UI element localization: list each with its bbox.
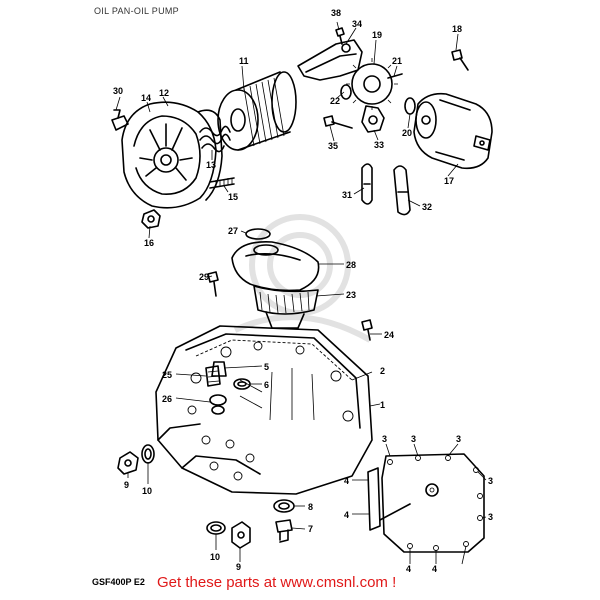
callout-8: 8 <box>308 502 313 512</box>
callout-4-bottom-mid: 4 <box>432 564 437 574</box>
callout-23: 23 <box>346 290 356 300</box>
bolt-part-29[interactable] <box>207 271 219 297</box>
callout-24: 24 <box>384 330 394 340</box>
o-ring-part-20[interactable] <box>404 97 416 115</box>
callout-6: 6 <box>264 380 269 390</box>
pin-part-21[interactable] <box>387 73 403 79</box>
callout-30: 30 <box>113 86 123 96</box>
drain-bolt-part-9-lower[interactable] <box>231 521 251 549</box>
callout-31: 31 <box>342 190 352 200</box>
callout-13: 13 <box>206 160 216 170</box>
oil-pipe-part-31[interactable] <box>361 163 373 205</box>
plug-part-26[interactable] <box>209 394 227 415</box>
callout-labels: 30 14 12 11 13 15 16 38 34 19 18 21 22 2… <box>113 8 493 574</box>
gasket-part-10-left[interactable] <box>141 444 155 464</box>
pump-shaft-part-33[interactable] <box>361 105 385 133</box>
callout-32: 32 <box>422 202 432 212</box>
model-code: GSF400P E2 <box>92 577 145 587</box>
callout-7: 7 <box>308 524 313 534</box>
stud-part-15[interactable] <box>209 177 235 189</box>
callout-26: 26 <box>162 394 172 404</box>
callout-27: 27 <box>228 226 238 236</box>
callout-38: 38 <box>331 8 341 18</box>
bolt-part-18[interactable] <box>451 49 469 71</box>
oil-pan-part-1[interactable] <box>155 325 373 495</box>
callout-4-left-lower: 4 <box>344 510 349 520</box>
side-cover-plate[interactable] <box>381 453 485 553</box>
oil-filter-cover[interactable] <box>121 101 223 209</box>
callout-10-lower: 10 <box>210 552 220 562</box>
callout-29: 29 <box>199 272 209 282</box>
plug-part-7[interactable] <box>275 519 293 543</box>
plug-part-25[interactable] <box>205 365 221 387</box>
washer-part-22[interactable] <box>340 84 352 100</box>
callout-4-bottom-left: 4 <box>406 564 411 574</box>
callout-34: 34 <box>352 19 362 29</box>
callout-17: 17 <box>444 176 454 186</box>
bolt-part-35[interactable] <box>323 115 353 129</box>
page-title: OIL PAN-OIL PUMP <box>94 6 179 16</box>
callout-1: 1 <box>380 400 385 410</box>
bracket-part-4[interactable] <box>367 467 411 531</box>
callout-22: 22 <box>330 96 340 106</box>
callout-20: 20 <box>402 128 412 138</box>
callout-9-left: 9 <box>124 480 129 490</box>
watermark-logo <box>233 214 372 343</box>
nut-part-16[interactable] <box>141 209 161 229</box>
callout-9-lower: 9 <box>236 562 241 572</box>
bolt-part-38[interactable] <box>335 27 345 45</box>
callout-3-right-upper: 3 <box>488 476 493 486</box>
pump-bracket-part-34[interactable] <box>297 39 363 81</box>
gasket-part-8[interactable] <box>273 499 295 513</box>
callout-15: 15 <box>228 192 238 202</box>
o-ring-part-27[interactable] <box>245 228 271 240</box>
callout-5: 5 <box>264 362 269 372</box>
callout-3-top-right: 3 <box>456 434 461 444</box>
strainer-cap-part-28[interactable] <box>231 241 320 292</box>
callout-25: 25 <box>162 370 172 380</box>
callout-18: 18 <box>452 24 462 34</box>
callout-3-right-lower: 3 <box>488 512 493 522</box>
oil-filter-part-11[interactable] <box>217 71 297 151</box>
callout-28: 28 <box>346 260 356 270</box>
drain-bolt-part-9-left[interactable] <box>117 451 139 475</box>
oil-pump-part-17[interactable] <box>413 92 493 170</box>
callout-12: 12 <box>159 88 169 98</box>
callout-21: 21 <box>392 56 402 66</box>
callout-16: 16 <box>144 238 154 248</box>
bolt-part-24[interactable] <box>361 319 373 341</box>
leader-lines <box>115 21 487 565</box>
callout-35: 35 <box>328 141 338 151</box>
oil-pipe-part-32[interactable] <box>393 165 411 216</box>
callout-4-left-upper: 4 <box>344 476 349 486</box>
callout-10-left: 10 <box>142 486 152 496</box>
callout-11: 11 <box>239 56 249 66</box>
callout-19: 19 <box>372 30 382 40</box>
callout-3-top-left: 3 <box>382 434 387 444</box>
callout-14: 14 <box>141 93 151 103</box>
callout-33: 33 <box>374 140 384 150</box>
callout-3-top-mid: 3 <box>411 434 416 444</box>
promo-link[interactable]: Get these parts at www.cmsnl.com ! <box>157 574 397 591</box>
gasket-part-10-lower[interactable] <box>206 521 226 535</box>
pump-sprocket-part-19[interactable] <box>346 58 398 110</box>
spring-part-13[interactable] <box>199 125 231 153</box>
gasket-part-2[interactable] <box>195 339 353 381</box>
callout-2: 2 <box>380 366 385 376</box>
